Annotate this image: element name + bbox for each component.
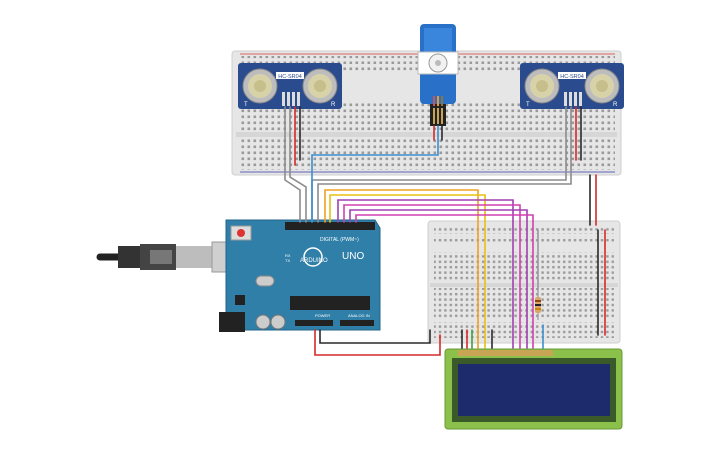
arduino-rx-label: RX — [285, 253, 291, 258]
lcd-16x2[interactable] — [444, 348, 623, 430]
arduino-model-label: UNO — [342, 251, 364, 262]
sensor-right-t-label: T — [526, 102, 530, 108]
usb-cable — [96, 241, 245, 273]
arduino-digital-label: DIGITAL (PWM~) — [320, 237, 359, 243]
wires — [284, 106, 606, 356]
arduino-uno-board[interactable]: DIGITAL (PWM~) ARDUINO UNO TX RX POWER A… — [219, 219, 381, 332]
sensor-left-r-label: R — [331, 102, 336, 108]
arduino-brand-label: ARDUINO — [300, 258, 328, 264]
sensor-left-model-label: HC-SR04 — [278, 74, 302, 80]
arduino-tx-label: TX — [285, 258, 290, 263]
servo-motor[interactable] — [417, 24, 459, 126]
bottom-breadboard — [427, 220, 621, 344]
ultrasonic-sensor-left[interactable]: HC-SR04 T R — [238, 63, 342, 109]
sensor-right-r-label: R — [613, 102, 618, 108]
sensor-right-model-label: HC-SR04 — [560, 74, 584, 80]
arduino-power-label: POWER — [315, 313, 330, 318]
resistor[interactable] — [535, 290, 541, 320]
arduino-analog-label: ANALOG IN — [348, 313, 370, 318]
ultrasonic-sensor-right[interactable]: HC-SR04 T R — [520, 63, 624, 109]
sensor-left-t-label: T — [244, 102, 248, 108]
